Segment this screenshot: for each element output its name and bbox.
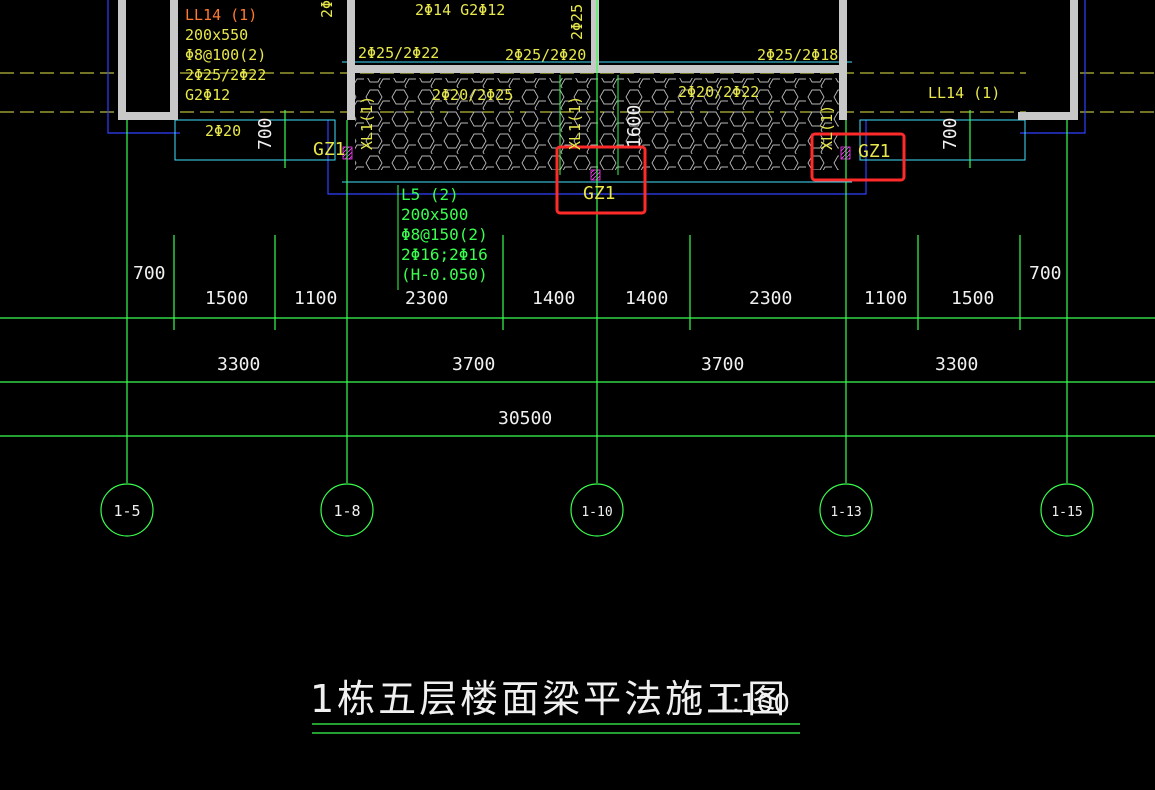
- dashed-lines: [0, 72, 1155, 113]
- dim-row1: 1400: [625, 288, 668, 309]
- dim-row1: 1500: [951, 288, 994, 309]
- dim-row2: 3300: [217, 354, 260, 375]
- dim-700-right-vertical: 700: [940, 117, 961, 150]
- ll14-left-bars: 2Φ25/2Φ22: [185, 66, 266, 84]
- axis-bubbles: [100, 483, 1094, 537]
- gz1-left-label: GZ1: [313, 139, 346, 160]
- ll14-left-g: G2Φ12: [185, 86, 230, 104]
- gz1-right-label: GZ1: [858, 141, 891, 162]
- l5-note: L5 (2) 200x500 Φ8@150(2) 2Φ16;2Φ16 (H-0.…: [401, 185, 488, 284]
- leaders: [397, 75, 619, 290]
- dim-row1: 700: [133, 263, 166, 284]
- l5-bars: 2Φ16;2Φ16: [401, 245, 488, 264]
- dim-row1: 1500: [205, 288, 248, 309]
- axis-label: 1-15: [1051, 505, 1082, 520]
- xl1-mid-label: XL1(1): [566, 96, 584, 150]
- dim-row2: 3700: [452, 354, 495, 375]
- dim-1600-vertical: 1600: [624, 105, 645, 148]
- l5-name: L5 (2): [401, 185, 459, 204]
- dim-row2: 3300: [935, 354, 978, 375]
- l5-elev: (H-0.050): [401, 265, 488, 284]
- slab-left-bar: 2Φ20/2Φ25: [432, 86, 513, 104]
- dim-row1: 1100: [294, 288, 337, 309]
- drawing-title: 1栋五层楼面梁平法施工图: [310, 677, 788, 721]
- top-right-bar: 2Φ25/2Φ18: [757, 46, 838, 64]
- l5-size: 200x500: [401, 205, 468, 224]
- ll14-left-stirrup: Φ8@100(2): [185, 46, 266, 64]
- cut-mid-label: 2Φ25: [568, 4, 586, 40]
- beam-annotations: LL14 (1) 200x550 Φ8@100(2) 2Φ25/2Φ22 G2Φ…: [185, 0, 1000, 204]
- slab-right-bar: 2Φ20/2Φ22: [678, 83, 759, 101]
- gz1-mid-label: GZ1: [583, 183, 616, 204]
- top-left-bar: 2Φ25/2Φ22: [358, 44, 439, 62]
- top-g-note: 2Φ14 G2Φ12: [415, 1, 505, 19]
- xl-right-label: XL(1): [818, 105, 836, 150]
- ll14-left-name: LL14 (1): [185, 6, 257, 24]
- cut-left-label: 2Φ: [318, 0, 336, 18]
- title-underline: [312, 723, 800, 734]
- axis-label: 1-10: [581, 505, 612, 520]
- axis-label: 1-5: [113, 502, 140, 520]
- ll14-left-size: 200x550: [185, 26, 248, 44]
- dim-row1: 700: [1029, 263, 1062, 284]
- dimension-row-2: 3300 3700 3700 3300: [217, 354, 978, 375]
- wall-cavities: [126, 0, 1070, 112]
- walls: [118, 0, 1078, 120]
- axis-label: 1-8: [333, 502, 360, 520]
- l5-stirrup: Φ8@150(2): [401, 225, 488, 244]
- drawing-scale: 1:100: [715, 689, 790, 719]
- dimension-row-1: 700 1500 1100 2300 1400 1400 2300 1100 1…: [133, 263, 1062, 309]
- dim-row2: 3700: [701, 354, 744, 375]
- xl1-left-label: XL1(1): [358, 96, 376, 150]
- dim-row1: 1400: [532, 288, 575, 309]
- axis-label: 1-13: [830, 505, 861, 520]
- dim-ticks: [173, 110, 1021, 330]
- ll14-left-bottom: 2Φ20: [205, 122, 241, 140]
- dim-row1: 2300: [749, 288, 792, 309]
- dim-700-left-vertical: 700: [255, 117, 276, 150]
- ll14-right-name: LL14 (1): [928, 84, 1000, 102]
- top-mid-bar: 2Φ25/2Φ20: [505, 46, 586, 64]
- dim-total: 30500: [498, 408, 552, 429]
- axis-labels: 1-5 1-8 1-10 1-13 1-15: [113, 502, 1082, 520]
- dim-row1: 2300: [405, 288, 448, 309]
- highlight-boxes: [555, 132, 906, 215]
- dim-row1: 1100: [864, 288, 907, 309]
